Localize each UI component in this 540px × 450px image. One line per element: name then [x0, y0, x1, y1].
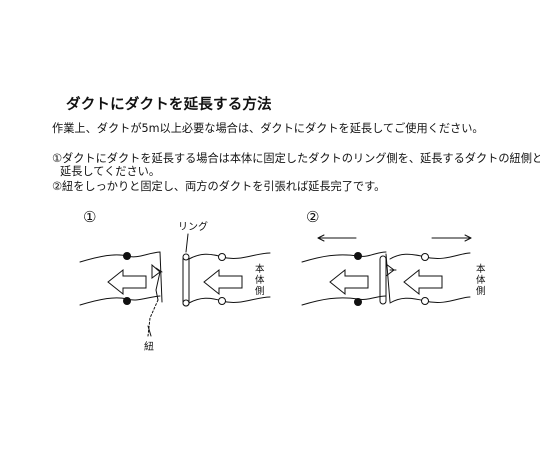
hook-dot-bottom — [354, 298, 362, 306]
eyelet-top — [421, 253, 429, 261]
right-duct-ring-side — [182, 233, 271, 307]
main-body-side-label-1: 本 — [255, 263, 265, 275]
eyelet-bottom — [218, 297, 226, 305]
figure-2-number: ② — [306, 208, 319, 226]
ring-icon — [182, 255, 190, 307]
main-body-side-label-1: 本 — [476, 263, 486, 275]
main-body-side-label-2: 体 — [255, 274, 265, 286]
intro-text: 作業上、ダクトが5m以上必要な場合は、ダクトにダクトを延長してご使用ください。 — [52, 122, 484, 135]
string-label: 紐 — [144, 340, 154, 353]
direction-arrow-left — [107, 268, 147, 296]
figure-1 — [79, 233, 271, 337]
step-1-text: ①ダクトにダクトを延長する場合は本体に固定したダクトのリング側を、延長するダクト… — [52, 152, 540, 165]
eyelet-top — [218, 253, 226, 261]
hook-dot-top — [354, 252, 362, 260]
hook-dot-top — [123, 252, 131, 260]
main-body-side-label-3: 側 — [255, 285, 265, 297]
direction-arrow-left — [403, 268, 443, 296]
main-body-side-label-2: 体 — [476, 274, 486, 286]
direction-arrow-left — [329, 268, 369, 296]
step-1-continued-text: 延長してください。 — [60, 165, 161, 178]
step-2-text: ②紐をしっかりと固定し、両方のダクトを引張れば延長完了です。 — [52, 180, 386, 193]
figure-1-number: ① — [83, 208, 96, 226]
page-title: ダクトにダクトを延長する方法 — [66, 97, 272, 113]
main-body-side-label-3: 側 — [476, 285, 486, 297]
string-bow-icon — [385, 263, 397, 277]
string-bow-icon — [151, 263, 163, 301]
ring-icon — [379, 255, 387, 305]
pull-arrow-left-icon — [317, 234, 357, 242]
eyelet-bottom — [421, 297, 429, 305]
direction-arrow-left — [203, 268, 243, 296]
hook-dot-bottom — [123, 297, 131, 305]
left-duct-string-side — [79, 251, 163, 337]
ring-label: リング — [178, 220, 208, 233]
figure-2 — [301, 234, 472, 306]
pull-arrow-right-icon — [431, 234, 472, 242]
